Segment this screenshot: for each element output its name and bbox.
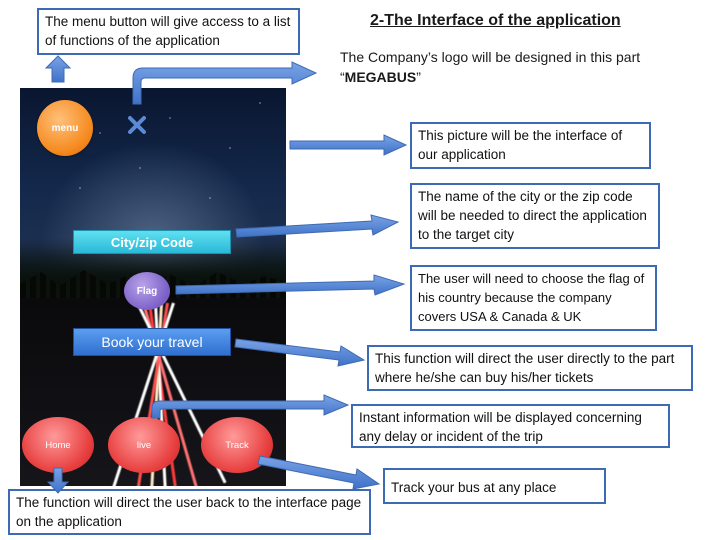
logo-note: The Company’s logo will be designed in t… bbox=[340, 47, 690, 87]
book-travel-button[interactable]: Book your travel bbox=[73, 328, 231, 356]
logo-note-close-quote: ” bbox=[416, 69, 421, 85]
page-title: 2-The Interface of the application bbox=[370, 12, 621, 29]
callout-live: Instant information will be displayed co… bbox=[351, 404, 670, 448]
callout-city: The name of the city or the zip code wil… bbox=[410, 183, 660, 249]
callout-flag: The user will need to choose the flag of… bbox=[410, 265, 657, 331]
close-icon[interactable] bbox=[126, 114, 148, 136]
menu-button[interactable]: menu bbox=[37, 100, 93, 156]
callout-menu: The menu button will give access to a li… bbox=[37, 8, 300, 55]
arrow-city bbox=[235, 214, 400, 238]
arrow-book bbox=[234, 338, 366, 367]
arrow-track bbox=[257, 455, 381, 490]
arrow-picture bbox=[289, 134, 408, 156]
arrow-home bbox=[46, 467, 70, 494]
arrow-flag bbox=[175, 274, 406, 296]
callout-home: The function will direct the user back t… bbox=[8, 489, 371, 535]
logo-note-text: The Company’s logo will be designed in t… bbox=[340, 49, 641, 85]
live-button[interactable]: live bbox=[108, 417, 180, 473]
city-zip-input[interactable]: City/zip Code bbox=[73, 230, 231, 254]
brand-name: MEGABUS bbox=[344, 69, 417, 85]
flag-button[interactable]: Flag bbox=[124, 272, 170, 310]
arrow-menu-up bbox=[44, 55, 72, 83]
arrow-logo bbox=[132, 61, 318, 105]
callout-picture: This picture will be the interface of ou… bbox=[410, 122, 651, 169]
callout-book: This function will direct the user direc… bbox=[367, 345, 693, 391]
callout-track: Track your bus at any place bbox=[383, 468, 606, 504]
home-button[interactable]: Home bbox=[22, 417, 94, 473]
arrow-live bbox=[151, 394, 350, 419]
